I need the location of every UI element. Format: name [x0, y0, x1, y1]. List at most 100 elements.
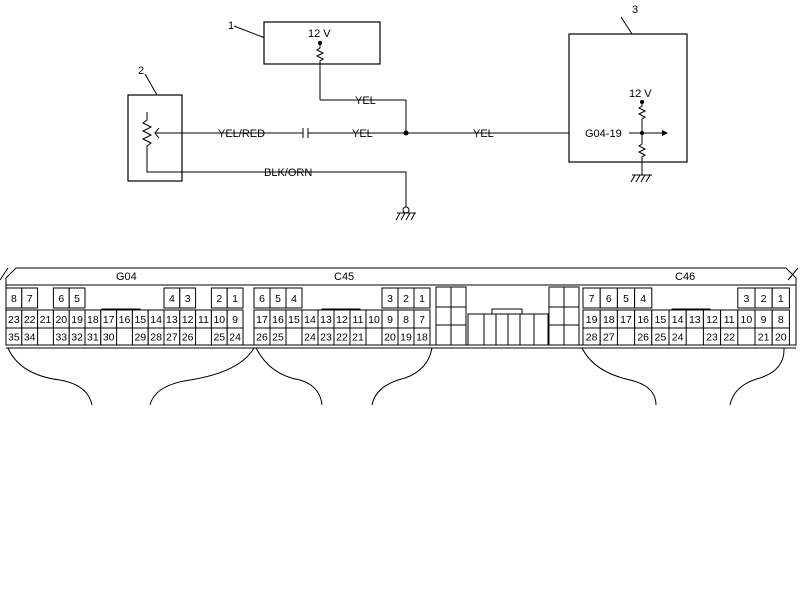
harness-brace-g04-left — [7, 347, 93, 406]
pin-number: 13 — [166, 314, 178, 326]
pin-number: 23 — [320, 332, 332, 344]
pin-number: 21 — [758, 332, 770, 344]
pin-number: 26 — [256, 332, 268, 344]
pin-number: 15 — [134, 314, 146, 326]
pin-number: 17 — [620, 314, 632, 326]
pin-number: 2 — [216, 293, 222, 305]
pin-number: 31 — [87, 332, 99, 344]
pin-number: 24 — [672, 332, 684, 344]
splice-point — [403, 130, 409, 136]
pin-number: 7 — [589, 293, 595, 305]
pin-cell — [68, 287, 86, 309]
pin-number: 8 — [778, 314, 784, 326]
pin-number: 27 — [166, 332, 178, 344]
pin-number: 4 — [291, 293, 297, 305]
pin-number: 11 — [353, 314, 364, 326]
strip-left-edge — [0, 267, 9, 281]
callout-leader-3 — [620, 16, 633, 35]
blank-connector-left — [435, 286, 467, 346]
pin-number: 16 — [272, 314, 284, 326]
pin-number: 20 — [775, 332, 787, 344]
pin-number: 1 — [778, 293, 784, 305]
pin-number: 25 — [213, 332, 225, 344]
pin-number: 2 — [761, 293, 767, 305]
pin-number: 32 — [71, 332, 83, 344]
wire-label-blk-orn: BLK/ORN — [264, 167, 312, 179]
ground-icon — [395, 206, 416, 221]
pin-number: 18 — [416, 332, 428, 344]
pin-number: 18 — [603, 314, 615, 326]
callout-1: 1 — [228, 20, 234, 32]
wire-label-yel-left: YEL — [352, 128, 373, 140]
pin-number: 28 — [586, 332, 598, 344]
harness-brace-g04-right — [149, 347, 255, 406]
pin-number: 9 — [232, 314, 238, 326]
pin-number: 9 — [387, 314, 393, 326]
pin-number: 3 — [185, 293, 191, 305]
callout-3: 3 — [632, 4, 638, 16]
callout-leader-2 — [144, 73, 158, 96]
callout-2: 2 — [138, 65, 144, 77]
pin-cell — [269, 327, 287, 346]
ground-icon-internal — [630, 174, 652, 183]
pin-number: 28 — [150, 332, 162, 344]
pin-cell — [285, 287, 303, 309]
pin-cell — [179, 327, 197, 346]
output-arrow — [662, 130, 668, 136]
pin-number: 6 — [58, 293, 64, 305]
wire-label-yel-vertical: YEL — [355, 95, 376, 107]
pin-number: 30 — [103, 332, 115, 344]
group-label-g04: G04 — [116, 271, 137, 283]
pin-cell — [226, 327, 244, 346]
potentiometer — [141, 112, 182, 173]
pin-number: 7 — [419, 314, 425, 326]
pin-number: 4 — [640, 293, 646, 305]
pin-number: 21 — [40, 314, 52, 326]
pin-number: 12 — [182, 314, 194, 326]
pin-number: 24 — [304, 332, 316, 344]
pin-cell — [413, 287, 431, 309]
pin-number: 2 — [403, 293, 409, 305]
pin-number: 26 — [182, 332, 194, 344]
pin-number: 29 — [134, 332, 146, 344]
component-3-voltage: 12 V — [629, 88, 652, 100]
pin-number: 33 — [55, 332, 67, 344]
pin-number: 11 — [198, 314, 209, 326]
pin-number: 1 — [232, 293, 238, 305]
pulldown-resistor — [637, 133, 647, 175]
pin-number: 14 — [150, 314, 162, 326]
pin-number: 19 — [71, 314, 83, 326]
pin-number: 5 — [275, 293, 281, 305]
pin-cell — [349, 327, 367, 346]
pin-number: 23 — [8, 314, 20, 326]
pin-number: 22 — [723, 332, 735, 344]
pin-number: 20 — [384, 332, 396, 344]
pin-number: 21 — [352, 332, 364, 344]
pin-cell — [634, 287, 653, 309]
pin-cell — [413, 327, 431, 346]
pin-number: 3 — [743, 293, 749, 305]
pin-cell — [21, 327, 39, 346]
pin-number: 12 — [706, 314, 718, 326]
pin-cell — [179, 287, 197, 309]
component-1-voltage: 12 V — [308, 28, 331, 40]
pin-number: 15 — [655, 314, 667, 326]
pin-cell — [771, 287, 790, 309]
pin-number: 22 — [24, 314, 36, 326]
pin-number: 17 — [256, 314, 268, 326]
pin-number: 26 — [637, 332, 649, 344]
pin-number: 14 — [672, 314, 684, 326]
pin-number: 3 — [387, 293, 393, 305]
pin-number: 4 — [169, 293, 175, 305]
pin-number: 34 — [24, 332, 36, 344]
pin-number: 25 — [272, 332, 284, 344]
pin-number: 1 — [419, 293, 425, 305]
pin-number: 18 — [87, 314, 99, 326]
pin-number: 12 — [336, 314, 348, 326]
pin-number: 15 — [288, 314, 300, 326]
component-2-box — [127, 94, 183, 182]
pin-number: 5 — [74, 293, 80, 305]
